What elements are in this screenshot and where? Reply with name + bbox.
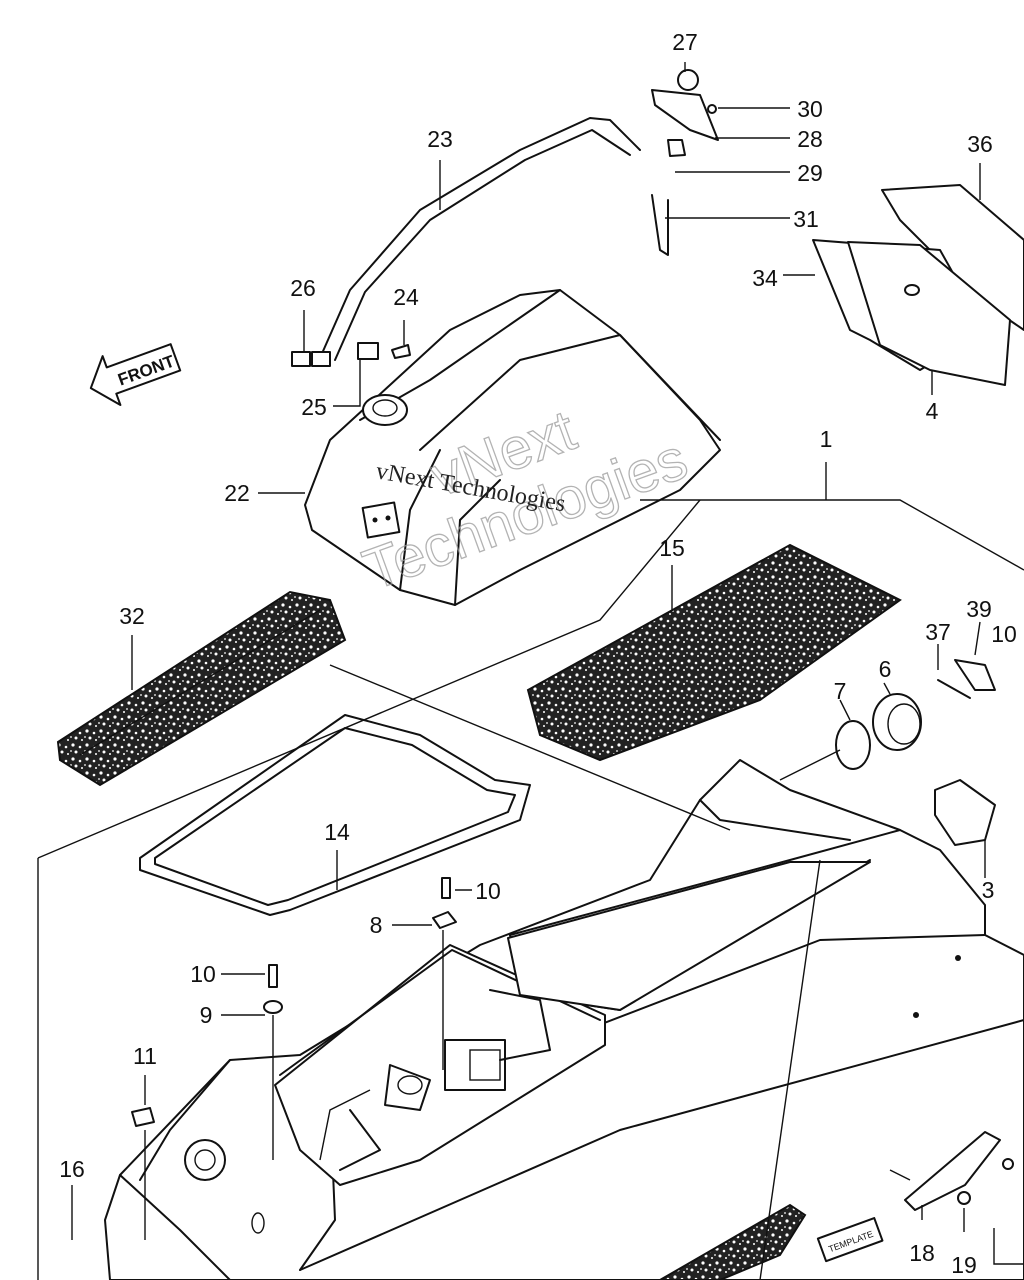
callout-24: 24 [393, 284, 419, 310]
callout-39: 39 [966, 596, 992, 622]
hood-22 [304, 289, 721, 606]
bolt-10-lower [268, 964, 278, 988]
callout-31: 31 [793, 206, 819, 232]
callout-34: 34 [752, 265, 778, 291]
shield-36 [881, 184, 1024, 331]
callout-30: 30 [797, 96, 823, 122]
clip-29 [667, 139, 686, 157]
callout-11: 11 [133, 1043, 157, 1069]
callout-4: 4 [926, 398, 939, 424]
callout-16: 16 [59, 1156, 85, 1182]
strap-clip-26 [291, 351, 311, 367]
leader-lines [37, 62, 1024, 1280]
cap-6-inner [887, 703, 921, 745]
bolt-10 [441, 877, 451, 899]
deck-mat-15 [526, 543, 902, 762]
strap-plate-25 [357, 342, 379, 360]
callout-28: 28 [797, 126, 823, 152]
callout-19: 19 [951, 1252, 977, 1278]
mat-32-fold [79, 609, 321, 756]
callout-10-right: 10 [991, 621, 1017, 647]
plug-27 [677, 69, 699, 91]
hinge-pin-37 [937, 679, 971, 699]
screw-30 [707, 104, 717, 114]
callout-26: 26 [290, 275, 316, 301]
grab-strap [319, 117, 641, 359]
grommet-11 [131, 1107, 155, 1127]
callout-3: 3 [982, 877, 995, 903]
nut-19b [1002, 1158, 1014, 1170]
callout-15: 15 [659, 535, 685, 561]
lid-knob [904, 284, 920, 296]
grab-strap-edge [334, 129, 631, 361]
o-ring-7 [835, 720, 871, 770]
template-sticker: TEMPLATE [816, 1217, 884, 1263]
callout-14: 14 [324, 819, 350, 845]
washer-9 [263, 1000, 283, 1014]
callout-1: 1 [820, 426, 833, 452]
callout-32: 32 [119, 603, 145, 629]
strap-clip-26b [311, 351, 331, 367]
bracket-28 [651, 89, 719, 141]
callout-10-lower: 10 [190, 961, 216, 987]
callout-8: 8 [370, 912, 383, 938]
callout-36: 36 [967, 131, 993, 157]
callout-9: 9 [200, 1002, 213, 1028]
nut-19 [957, 1191, 971, 1205]
plate-18 [904, 1131, 1001, 1211]
lid-4 [847, 241, 1011, 386]
callout-25: 25 [301, 394, 327, 420]
nut-8 [432, 911, 457, 929]
callout-18: 18 [909, 1240, 935, 1266]
hinge-39 [954, 659, 996, 691]
deck-mat-32 [56, 590, 347, 787]
hatch-gasket-inner [154, 727, 516, 906]
callout-22: 22 [224, 480, 250, 506]
hatch-gasket [139, 714, 531, 916]
bracket-3 [934, 779, 996, 846]
pin-31 [651, 194, 669, 256]
hull-deck-recess [507, 861, 871, 1011]
callout-7: 7 [834, 678, 847, 704]
callout-23: 23 [427, 126, 453, 152]
callout-10-upper: 10 [475, 878, 501, 904]
callout-37: 37 [925, 619, 951, 645]
front-arrow: FRONT [89, 343, 182, 406]
cap-6 [872, 693, 922, 751]
callout-27: 27 [672, 29, 698, 55]
callout-numbers: 27 30 28 29 31 36 34 4 23 26 24 25 1 22 … [59, 29, 1017, 1278]
bolt-24 [391, 344, 411, 359]
callout-6: 6 [879, 656, 892, 682]
callout-29: 29 [797, 160, 823, 186]
